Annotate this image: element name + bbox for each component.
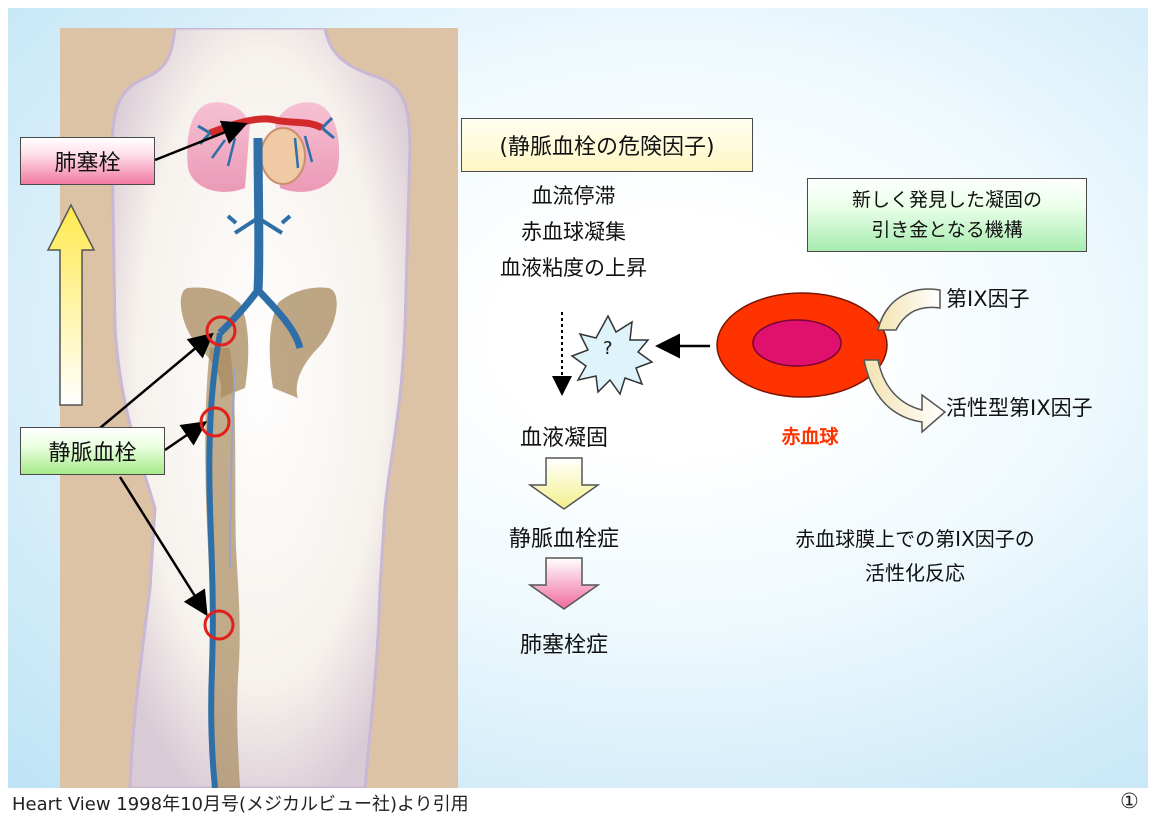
flow-arrow-2-icon <box>530 558 598 609</box>
activation-line-2: 活性化反応 <box>720 556 1110 590</box>
pulmonary-embolism-text: 肺塞栓 <box>54 145 120 177</box>
mechanism-line-2: 引き金となる機構 <box>871 215 1022 245</box>
risk-factor-item: 血液粘度の上昇 <box>486 250 661 286</box>
flow-step-venous-thrombosis: 静脈血栓症 <box>484 521 644 553</box>
risk-factor-item: 赤血球凝集 <box>486 214 661 250</box>
red-blood-cell-center <box>753 320 841 366</box>
venous-thrombosis-text: 静脈血栓 <box>48 435 136 467</box>
activation-line-1: 赤血球膜上での第IX因子の <box>720 522 1110 556</box>
factor-ix-label: 第IX因子 <box>946 283 1030 313</box>
arrow-to-lungs <box>155 125 243 160</box>
unknown-trigger-mark: ? <box>603 338 613 359</box>
venous-thrombosis-label: 静脈血栓 <box>20 427 165 475</box>
risk-factors-title: (静脈血栓の危険因子) <box>499 129 714 161</box>
risk-factor-item: 血流停滞 <box>486 178 661 214</box>
pulmonary-embolism-label: 肺塞栓 <box>20 137 155 185</box>
upward-arrow-icon <box>48 205 94 405</box>
thrombus-marker-1 <box>207 317 235 345</box>
activated-factor-ix-label: 活性型第IX因子 <box>946 392 1093 422</box>
mechanism-box: 新しく発見した凝固の 引き金となる機構 <box>807 178 1087 252</box>
flow-arrow-1-icon <box>530 458 598 509</box>
arrow-to-thrombus-3 <box>120 477 205 612</box>
red-blood-cell-label: 赤血球 <box>740 422 880 449</box>
factor-in-arrow-icon <box>878 289 940 330</box>
arrow-to-thrombus-1 <box>100 336 210 428</box>
mechanism-line-1: 新しく発見した凝固の <box>852 185 1042 215</box>
page-number: ① <box>1120 789 1139 813</box>
thrombus-marker-2 <box>201 408 229 436</box>
thrombus-marker-3 <box>205 611 233 639</box>
citation: Heart View 1998年10月号(メジカルビュー社)より引用 <box>12 790 469 816</box>
activation-caption: 赤血球膜上での第IX因子の 活性化反応 <box>720 522 1110 590</box>
arrow-to-thrombus-2 <box>165 424 203 450</box>
flow-step-coagulation: 血液凝固 <box>484 420 644 452</box>
risk-factors-title-box: (静脈血栓の危険因子) <box>461 118 753 172</box>
flow-step-pulmonary-embolism: 肺塞栓症 <box>484 627 644 659</box>
risk-factor-list: 血流停滞 赤血球凝集 血液粘度の上昇 <box>486 178 661 286</box>
